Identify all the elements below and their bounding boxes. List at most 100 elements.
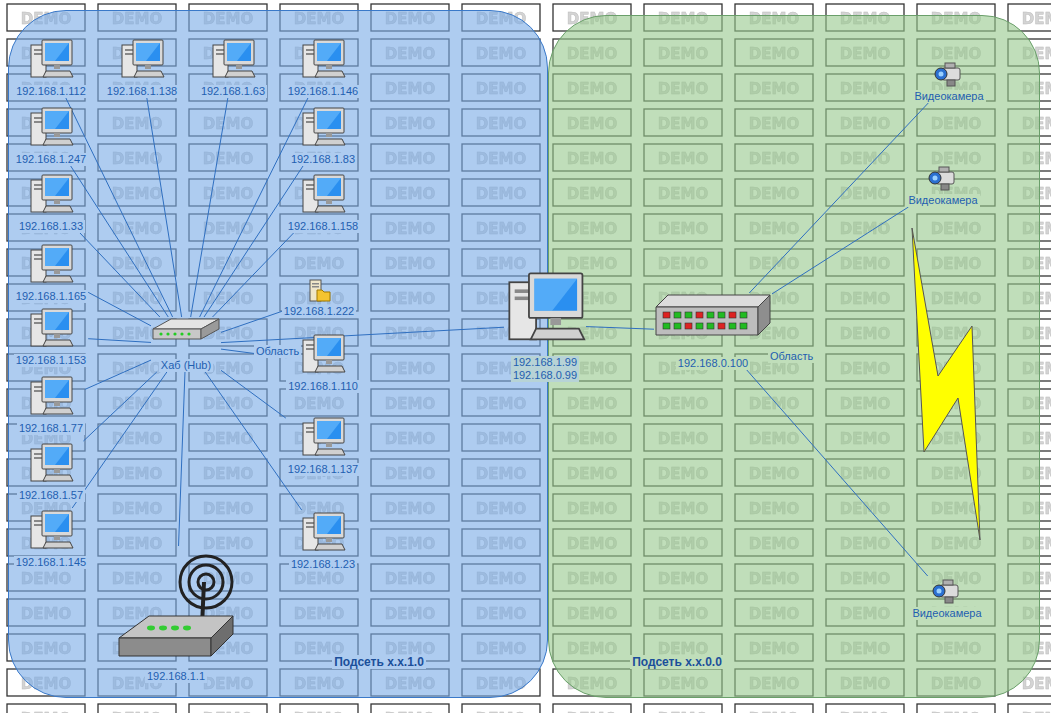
network-link xyxy=(80,233,160,317)
device-drawing xyxy=(927,163,959,193)
device-icon xyxy=(300,37,346,83)
device-drawing xyxy=(504,268,586,350)
network-link xyxy=(749,103,928,293)
computer-node: 192.168.1.99192.168.0.99 xyxy=(504,268,586,382)
camera-node: Видеокамера xyxy=(912,59,985,103)
network-link xyxy=(83,372,156,441)
subnet-title: Подсеть x.x.1.0 xyxy=(332,655,426,669)
device-label: 192.168.1.222 xyxy=(282,305,356,318)
device-label: 192.168.1.158 xyxy=(286,220,360,233)
device-icon xyxy=(300,105,346,151)
device-icon xyxy=(654,293,772,337)
device-label: 192.168.1.1 xyxy=(145,670,207,683)
device-label: Видеокамера xyxy=(906,194,979,207)
network-link xyxy=(191,98,228,317)
switch-node: 192.168.0.100 xyxy=(654,293,772,370)
computer-node: 192.168.1.145 xyxy=(14,508,88,569)
camera-node: Видеокамера xyxy=(906,163,979,207)
computer-node: 192.168.1.110 xyxy=(286,332,360,393)
device-label: 192.168.1.63 xyxy=(199,85,267,98)
device-label: Видеокамера xyxy=(912,90,985,103)
network-link xyxy=(179,372,185,546)
hub-node: Хаб (Hub) xyxy=(151,317,221,372)
device-drawing xyxy=(931,576,963,606)
device-label: 192.168.1.57 xyxy=(17,489,85,502)
device-drawing xyxy=(300,332,346,378)
network-link xyxy=(221,349,286,358)
device-drawing xyxy=(300,172,346,218)
device-drawing xyxy=(28,242,74,288)
device-label: 192.168.0.99 xyxy=(511,369,579,382)
device-label: 192.168.1.99 xyxy=(511,356,579,369)
computer-node: 192.168.1.165 xyxy=(14,242,88,303)
computer-node: 192.168.1.247 xyxy=(14,105,88,166)
device-drawing xyxy=(151,317,221,343)
device-icon xyxy=(300,510,346,556)
network-link xyxy=(88,292,151,326)
device-label: 192.168.1.138 xyxy=(105,85,179,98)
device-drawing xyxy=(210,37,256,83)
device-drawing xyxy=(933,59,965,89)
device-drawing xyxy=(119,37,165,83)
device-drawing xyxy=(28,374,74,420)
device-label: 192.168.1.110 xyxy=(286,380,360,393)
device-drawing xyxy=(28,306,74,352)
device-icon xyxy=(28,242,74,288)
device-icon xyxy=(119,37,165,83)
device-icon xyxy=(307,279,331,303)
router-node: 192.168.1.1 xyxy=(111,546,241,683)
device-icon xyxy=(28,441,74,487)
device-label: 192.168.0.100 xyxy=(676,357,750,370)
device-icon xyxy=(933,59,965,89)
server-node: 192.168.1.222 xyxy=(282,279,356,318)
device-drawing xyxy=(28,441,74,487)
computer-node: 192.168.1.137 xyxy=(286,415,360,476)
device-icon xyxy=(931,576,963,606)
computer-node: 192.168.1.153 xyxy=(14,306,88,367)
network-link xyxy=(71,166,169,317)
device-label: 192.168.1.83 xyxy=(289,153,357,166)
computer-node: 192.168.1.138 xyxy=(105,37,179,98)
device-label: 192.168.1.23 xyxy=(289,558,357,571)
device-drawing xyxy=(111,546,241,666)
subnet-title: Подсеть x.x.0.0 xyxy=(630,655,724,669)
device-icon xyxy=(210,37,256,83)
network-link xyxy=(213,233,294,317)
device-icon xyxy=(300,415,346,461)
device-label: 192.168.1.33 xyxy=(17,220,85,233)
network-link xyxy=(221,327,504,342)
device-label: 192.168.1.77 xyxy=(17,422,85,435)
device-label: 192.168.1.165 xyxy=(14,290,88,303)
device-icon xyxy=(927,163,959,193)
network-link xyxy=(204,166,303,317)
computer-node: 192.168.1.57 xyxy=(17,441,85,502)
device-icon xyxy=(28,306,74,352)
device-icon xyxy=(151,317,221,343)
network-link xyxy=(586,327,654,330)
network-link xyxy=(747,370,928,576)
device-drawing xyxy=(300,37,346,83)
network-link xyxy=(147,98,182,317)
device-icon xyxy=(28,105,74,151)
computer-node: 192.168.1.112 xyxy=(14,37,88,98)
network-link xyxy=(221,311,282,332)
computer-node: 192.168.1.77 xyxy=(17,374,85,435)
network-link xyxy=(205,372,301,510)
device-icon xyxy=(28,374,74,420)
area-label: Область xyxy=(254,345,301,358)
camera-node: Видеокамера xyxy=(910,576,983,620)
device-drawing xyxy=(28,37,74,83)
device-drawing xyxy=(300,105,346,151)
network-link xyxy=(66,98,173,317)
device-drawing xyxy=(300,415,346,461)
network-link xyxy=(88,339,151,343)
device-drawing xyxy=(28,105,74,151)
device-label: Хаб (Hub) xyxy=(159,359,213,372)
device-label: Видеокамера xyxy=(910,607,983,620)
device-drawing xyxy=(28,172,74,218)
device-label: 192.168.1.137 xyxy=(286,463,360,476)
device-label: 192.168.1.247 xyxy=(14,153,88,166)
network-link xyxy=(772,207,908,294)
computer-node: 192.168.1.33 xyxy=(17,172,85,233)
